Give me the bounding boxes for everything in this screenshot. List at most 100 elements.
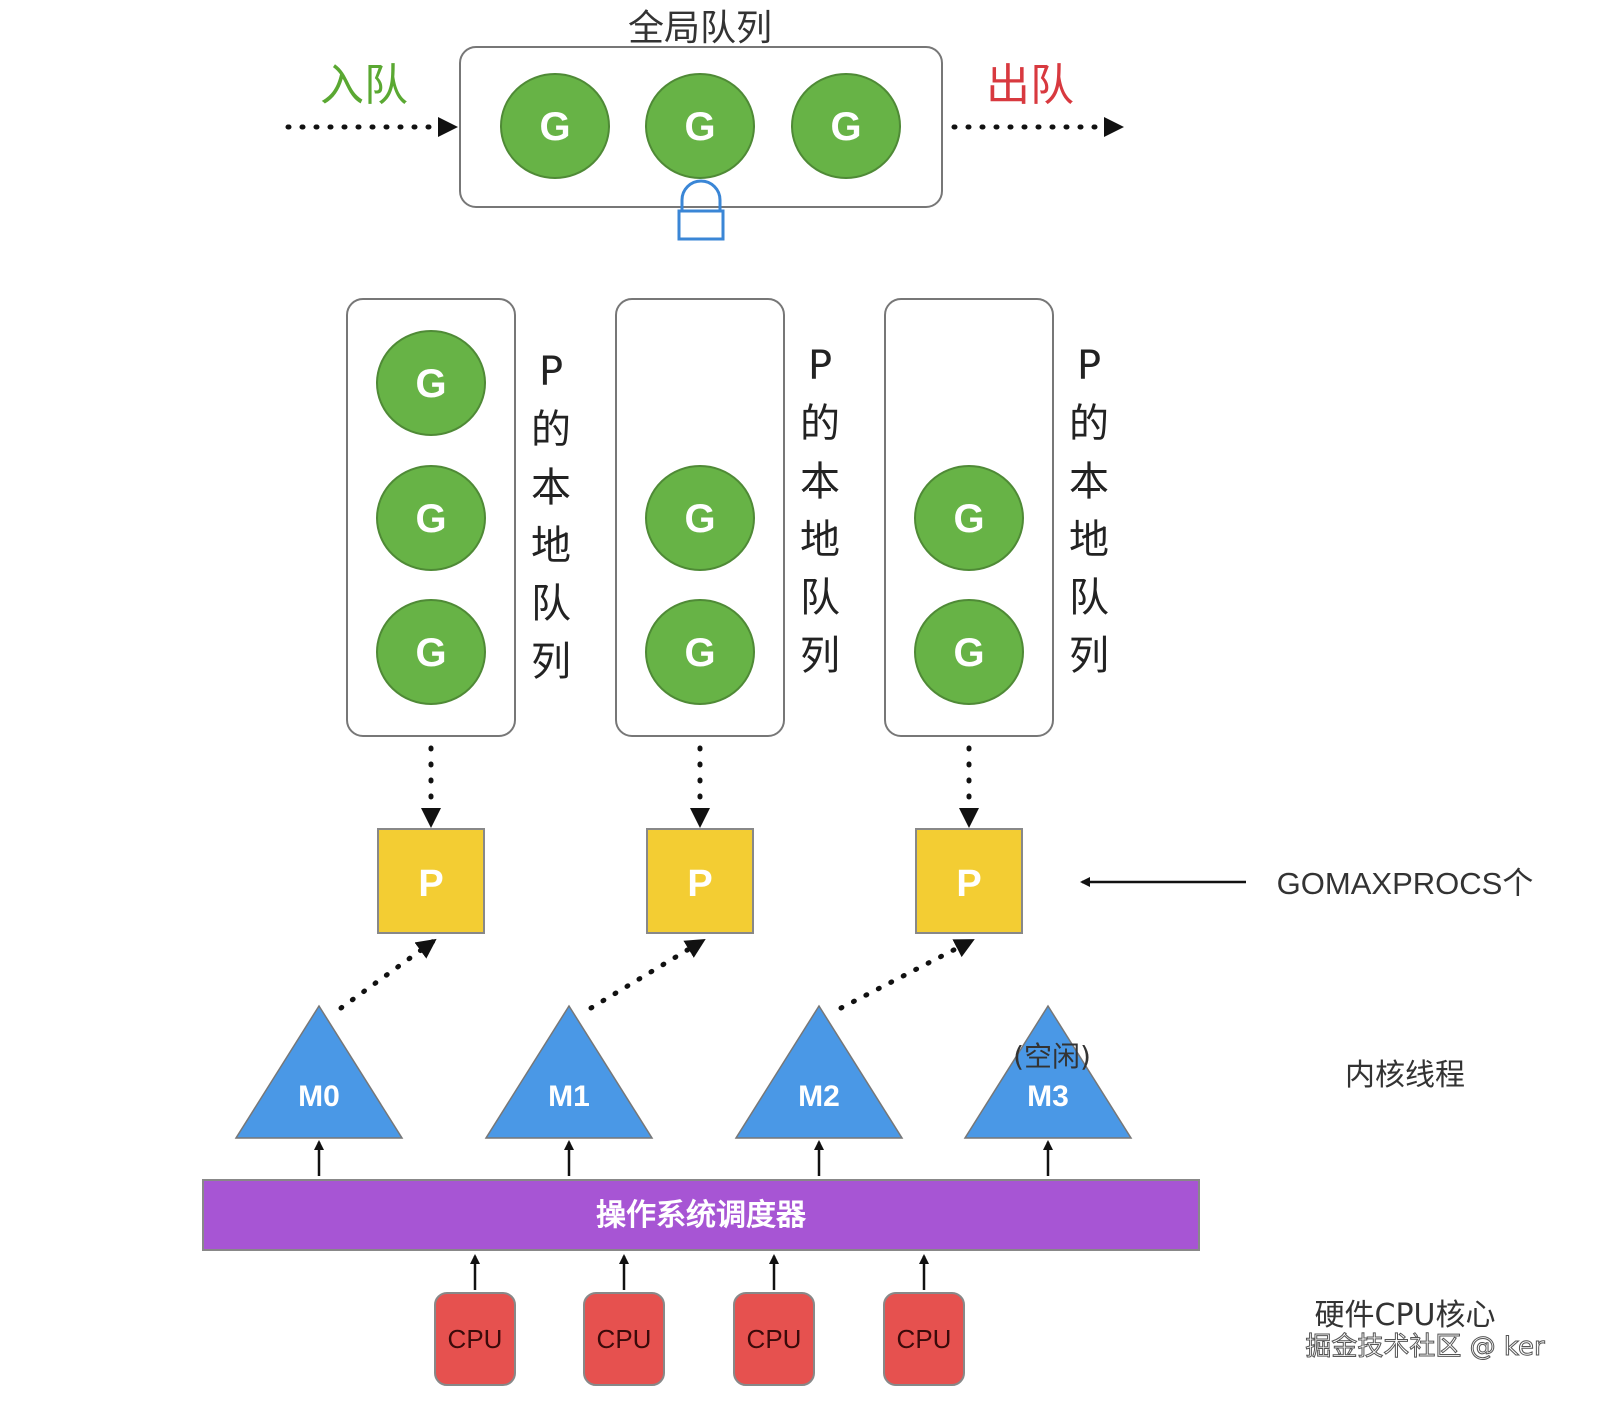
goroutine-label: G	[415, 631, 446, 675]
cpu-core: CPU	[434, 1254, 516, 1386]
cpu-box	[583, 1292, 665, 1386]
cpu-label: CPU	[448, 1324, 503, 1354]
os-scheduler-bar	[202, 1179, 1200, 1251]
local-queue-label-char: 本	[1069, 459, 1109, 505]
thread-triangle	[484, 1004, 654, 1139]
thread-label: M1	[548, 1080, 590, 1113]
local-queue-label-char: 列	[531, 639, 571, 685]
os-scheduler-label: 操作系统调度器	[596, 1198, 807, 1233]
os-scheduler: 操作系统调度器	[202, 1179, 1200, 1251]
cpu-label: CPU	[597, 1324, 652, 1354]
local-goroutine: G	[376, 465, 486, 571]
cpu-box	[434, 1292, 516, 1386]
goroutine-label: G	[684, 105, 715, 149]
local-queue-label-char: 的	[531, 407, 571, 453]
processor: P	[377, 828, 485, 934]
thread: M3 (空闲)	[963, 1004, 1133, 1176]
local-queue-label-char: P	[539, 349, 563, 395]
local-queue-label-char: 地	[1069, 517, 1109, 563]
local-queue-label-char: 列	[1069, 633, 1109, 679]
processor-box	[377, 828, 485, 934]
goroutine-circle	[376, 599, 486, 705]
global-goroutine: G	[500, 73, 610, 179]
local-queue-label-char: 的	[800, 401, 840, 447]
local-queue-label-char: 队	[1069, 575, 1109, 621]
thread-triangle	[234, 1004, 404, 1139]
local-queue-label-char: 地	[531, 523, 571, 569]
processor: P	[915, 828, 1023, 934]
local-goroutine: G	[914, 599, 1024, 705]
thread-to-p-arrow	[588, 937, 707, 1011]
goroutine-circle	[914, 465, 1024, 571]
global-goroutine: G	[645, 73, 755, 179]
cpu-box	[883, 1292, 965, 1386]
dequeue-label: 出队	[986, 60, 1074, 111]
processor-box	[646, 828, 754, 934]
goroutine-circle	[500, 73, 610, 179]
global-queue: 全局队列 入队 出队 G G G	[285, 8, 1125, 241]
goroutine-label: G	[539, 105, 570, 149]
thread-label: M2	[798, 1080, 840, 1113]
processor-label: P	[418, 863, 443, 905]
local-goroutine: G	[645, 599, 755, 705]
local-queue-label-char: 本	[531, 465, 571, 511]
local-goroutine: G	[645, 465, 755, 571]
processor: P	[646, 828, 754, 934]
goroutine-circle	[376, 330, 486, 436]
local-queue-label-char: 地	[800, 517, 840, 563]
thread-to-p-arrow	[338, 937, 438, 1011]
hardware-cpu-label: 硬件CPU核心	[1315, 1298, 1496, 1333]
thread-to-p-arrow	[838, 937, 976, 1011]
local-goroutine: G	[914, 465, 1024, 571]
local-queue-label-char: P	[1077, 343, 1101, 389]
thread: M0	[234, 937, 438, 1176]
local-goroutine: G	[376, 599, 486, 705]
processor-label: P	[956, 863, 981, 905]
thread-triangle	[963, 1004, 1133, 1139]
threads: M0 M1 M2 M3 (空闲)	[234, 937, 1133, 1176]
thread-label: M0	[298, 1080, 340, 1113]
local-queue-label-char: 列	[800, 633, 840, 679]
gomaxprocs-label: GOMAXPROCS个	[1277, 866, 1534, 901]
goroutine-label: G	[415, 497, 446, 541]
cpu-box	[733, 1292, 815, 1386]
local-queue-label-char: 的	[1069, 401, 1109, 447]
goroutine-circle	[791, 73, 901, 179]
thread-label: M3	[1027, 1080, 1069, 1113]
cpus: CPU CPU CPU CPU	[434, 1254, 965, 1386]
goroutine-circle	[645, 73, 755, 179]
global-queue-title: 全局队列	[628, 8, 772, 49]
local-queue-label-char: P	[808, 343, 832, 389]
goroutine-label: G	[684, 631, 715, 675]
cpu-label: CPU	[897, 1324, 952, 1354]
local-goroutine: G	[376, 330, 486, 436]
goroutine-label: G	[415, 362, 446, 406]
goroutine-label: G	[830, 105, 861, 149]
local-queue-label-char: 队	[800, 575, 840, 621]
processor-box	[915, 828, 1023, 934]
watermark: 掘金技术社区 @ ker	[1305, 1332, 1545, 1362]
goroutine-circle	[914, 599, 1024, 705]
cpu-core: CPU	[883, 1254, 965, 1386]
thread: M1	[484, 937, 707, 1176]
goroutine-circle	[645, 465, 755, 571]
local-queue-label-char: 队	[531, 581, 571, 627]
goroutine-label: G	[953, 497, 984, 541]
local-queue-label-char: 本	[800, 459, 840, 505]
goroutine-circle	[645, 599, 755, 705]
cpu-label: CPU	[747, 1324, 802, 1354]
lock-icon	[677, 179, 725, 241]
enqueue-label: 入队	[320, 60, 408, 111]
goroutine-circle	[376, 465, 486, 571]
goroutine-label: G	[953, 631, 984, 675]
processor-label: P	[687, 863, 712, 905]
thread-status: (空闲)	[1013, 1040, 1091, 1073]
goroutine-label: G	[684, 497, 715, 541]
global-goroutine: G	[791, 73, 901, 179]
